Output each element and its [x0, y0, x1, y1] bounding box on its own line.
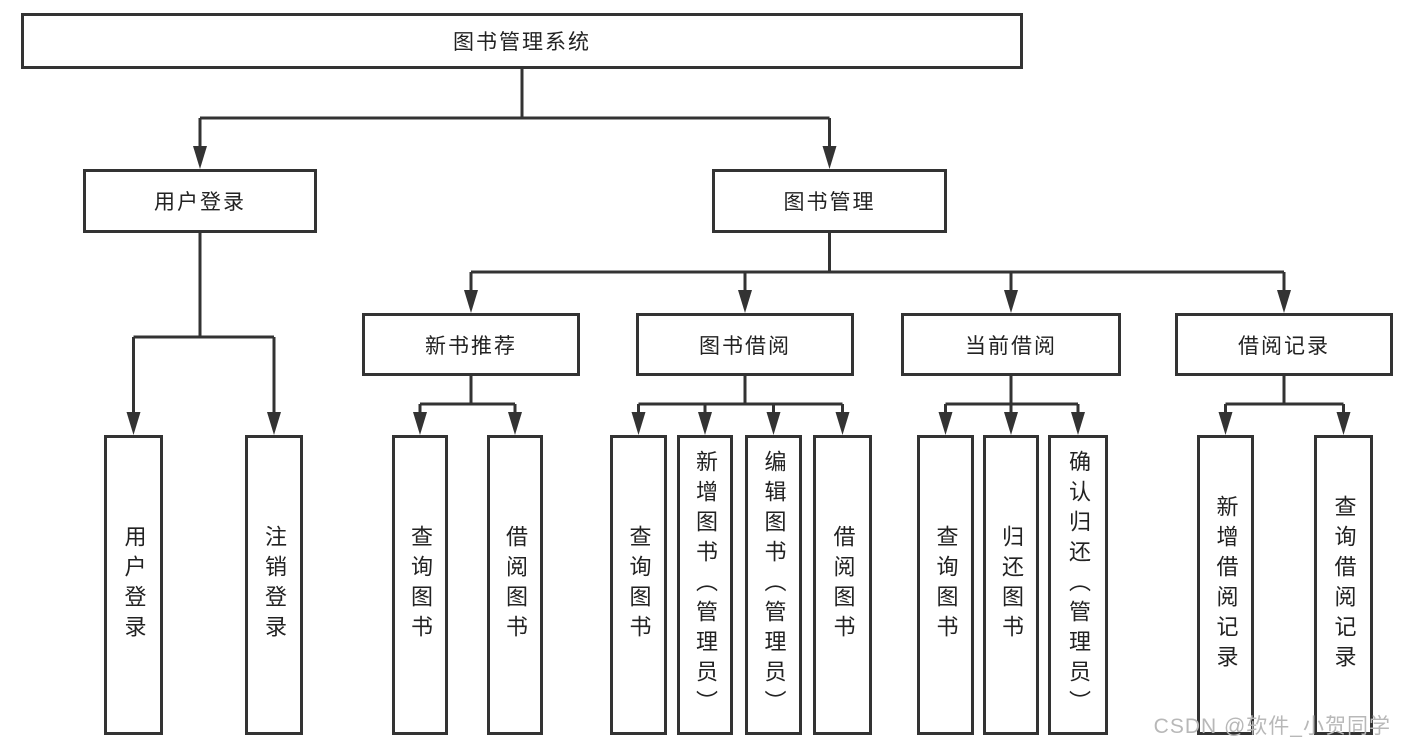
csdn-watermark: CSDN @软件_小贺同学 — [1153, 715, 1391, 738]
node-borrowing-records-label: 借阅记录 — [1238, 334, 1330, 358]
node-current-borrowing-label: 当前借阅 — [965, 334, 1057, 358]
node-leaf-edit-books-admin: 编辑图书（管理员） — [745, 435, 802, 735]
node-root-label: 图书管理系统 — [453, 31, 591, 54]
node-leaf-query-borrow-record: 查询借阅记录 — [1314, 435, 1373, 735]
node-leaf-query-books-recommend-label: 查询图书 — [408, 525, 433, 645]
node-leaf-query-borrow-record-label: 查询借阅记录 — [1331, 495, 1357, 675]
node-leaf-logout-label: 注销登录 — [262, 525, 287, 645]
node-current-borrowing: 当前借阅 — [901, 313, 1121, 376]
node-leaf-query-books-current: 查询图书 — [917, 435, 974, 735]
node-book-management-label: 图书管理 — [783, 191, 876, 214]
node-leaf-query-books-recommend: 查询图书 — [392, 435, 448, 735]
node-leaf-confirm-return-admin-label: 确认归还（管理员） — [1066, 450, 1091, 720]
node-leaf-query-books-borrowing-label: 查询图书 — [626, 525, 652, 645]
node-new-book-recommend: 新书推荐 — [362, 313, 580, 376]
node-leaf-borrow-books-label: 借阅图书 — [830, 525, 856, 645]
node-leaf-confirm-return-admin: 确认归还（管理员） — [1048, 435, 1108, 735]
node-book-borrowing: 图书借阅 — [636, 313, 854, 376]
node-leaf-borrow-books: 借阅图书 — [813, 435, 872, 735]
node-leaf-return-books-label: 归还图书 — [999, 525, 1024, 645]
node-root: 图书管理系统 — [21, 13, 1023, 69]
node-leaf-add-borrow-record-label: 新增借阅记录 — [1213, 495, 1239, 675]
node-leaf-edit-books-admin-label: 编辑图书（管理员） — [761, 450, 787, 720]
node-borrowing-records: 借阅记录 — [1175, 313, 1393, 376]
node-user-login-label: 用户登录 — [154, 191, 246, 214]
node-leaf-user-login: 用户登录 — [104, 435, 163, 735]
node-leaf-add-books-admin: 新增图书（管理员） — [677, 435, 733, 735]
node-leaf-logout: 注销登录 — [245, 435, 303, 735]
node-leaf-return-books: 归还图书 — [983, 435, 1039, 735]
node-leaf-add-borrow-record: 新增借阅记录 — [1197, 435, 1254, 735]
node-leaf-user-login-label: 用户登录 — [121, 525, 147, 645]
node-new-book-recommend-label: 新书推荐 — [425, 334, 517, 358]
node-leaf-query-books-current-label: 查询图书 — [933, 525, 959, 645]
node-book-management: 图书管理 — [712, 169, 947, 233]
node-leaf-borrow-books-recommend: 借阅图书 — [487, 435, 543, 735]
node-book-borrowing-label: 图书借阅 — [699, 334, 791, 358]
node-leaf-borrow-books-recommend-label: 借阅图书 — [503, 525, 528, 645]
node-leaf-add-books-admin-label: 新增图书（管理员） — [693, 450, 718, 720]
arrowheads — [126, 146, 1351, 435]
node-user-login: 用户登录 — [83, 169, 317, 233]
node-leaf-query-books-borrowing: 查询图书 — [610, 435, 667, 735]
